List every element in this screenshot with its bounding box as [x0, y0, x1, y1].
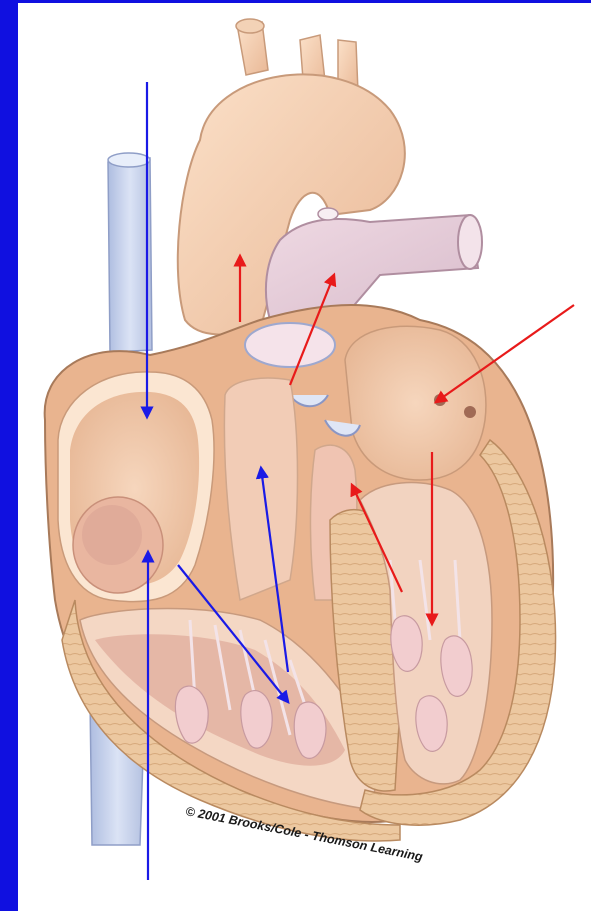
right-atrium: [58, 372, 214, 602]
pulmonary-trunk: [266, 208, 482, 320]
left-atrium: [345, 326, 486, 480]
